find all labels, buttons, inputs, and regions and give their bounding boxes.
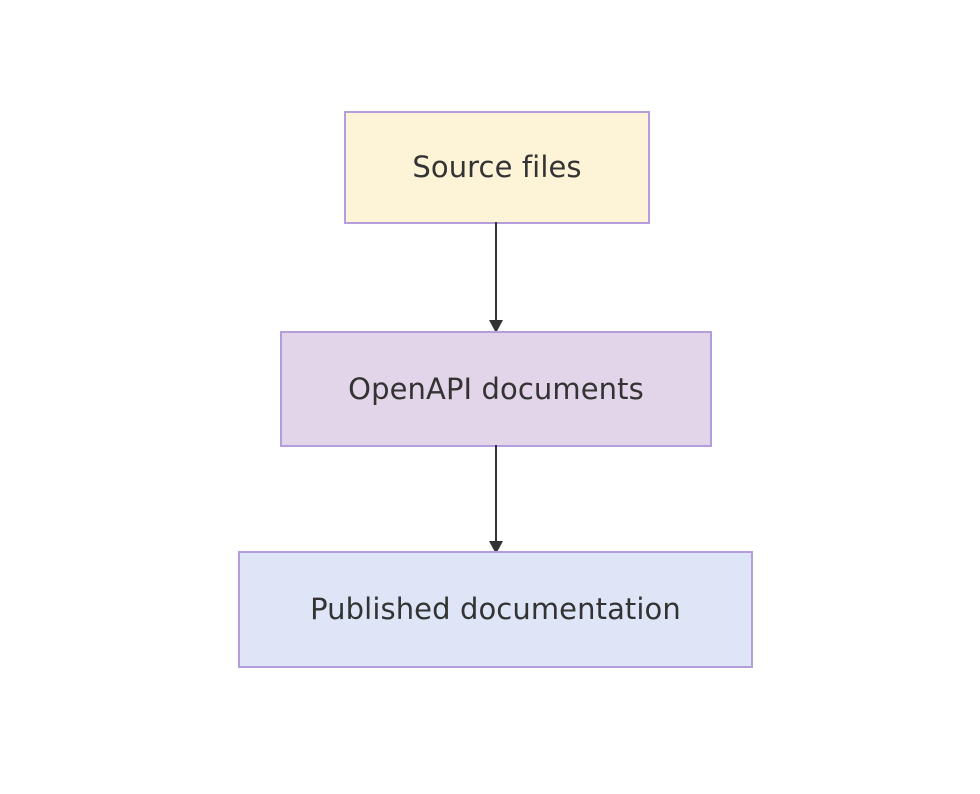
arrowhead-icon [489, 541, 503, 554]
flow-node-label: Published documentation [310, 592, 681, 627]
flow-edge-source-to-openapi [489, 222, 503, 333]
flow-node-openapi-documents[interactable]: OpenAPI documents [280, 331, 712, 447]
flow-node-label: Source files [412, 150, 582, 185]
flow-node-source-files[interactable]: Source files [344, 111, 650, 224]
arrowhead-icon [489, 320, 503, 333]
flow-node-label: OpenAPI documents [348, 371, 644, 406]
flow-node-published-documentation[interactable]: Published documentation [238, 551, 753, 668]
flow-edge-openapi-to-published [489, 445, 503, 554]
